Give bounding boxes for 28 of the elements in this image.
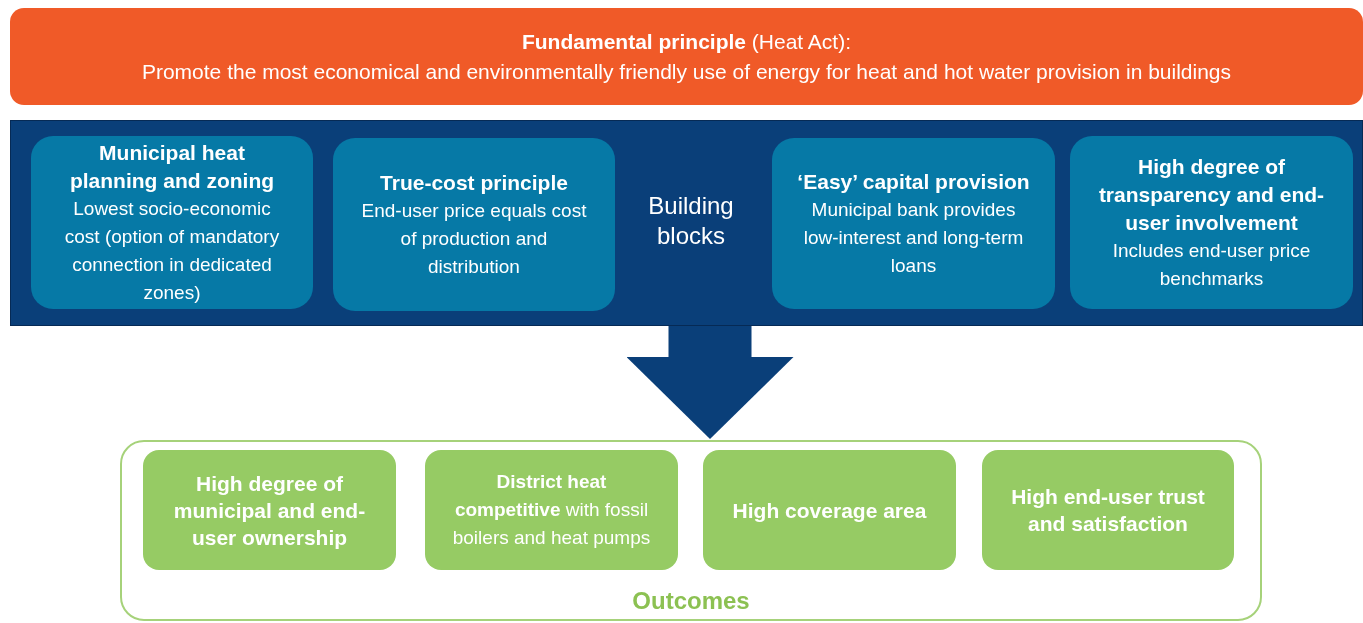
card-description: End-user price equals cost of production and distribution: [360, 198, 588, 279]
building-block-card: [31, 136, 313, 309]
card-heading: High end-user trust and satisfaction: [1010, 484, 1206, 537]
block-arrow: [626, 326, 794, 439]
card-heading: High degree of transparency and end-user involvement: [1097, 153, 1326, 236]
card-heading: True-cost principle: [380, 169, 568, 196]
card-description: Includes end-user price benchmarks: [1111, 238, 1312, 291]
panel-title: Outcomes: [632, 587, 750, 615]
card-heading: High coverage area: [732, 497, 927, 524]
card-heading: Municipal heat planning and zoning: [68, 139, 276, 194]
outcome-card: [143, 450, 396, 570]
outcome-card: [982, 450, 1234, 570]
building-block-card: [772, 138, 1055, 309]
card-heading: High degree of municipal and end-user ownership: [172, 470, 367, 551]
building-block-card: [333, 138, 615, 311]
card-text: District heat competitive with fossil boilers and heat pumps: [451, 470, 652, 550]
band-title: Building blocks: [647, 191, 735, 251]
outcome-card: [703, 450, 956, 570]
principle-banner: [10, 8, 1363, 105]
card-heading: ‘Easy’ capital provision: [797, 168, 1030, 195]
building-blocks-band: [10, 120, 1363, 326]
principle-heading: Fundamental principle (Heat Act):: [521, 28, 852, 55]
outcomes-panel: [120, 440, 1262, 621]
principle-statement: Promote the most economical and environmentally friendly use of energy for heat and hot water provision in buildings: [141, 58, 1232, 85]
building-block-card: [1070, 136, 1353, 309]
card-description: Municipal bank provides low-interest and long-term loans: [802, 197, 1025, 278]
outcome-card: [425, 450, 678, 570]
card-description: Lowest socio-economic cost (option of mandatory connection in dedicated zones): [63, 196, 281, 305]
